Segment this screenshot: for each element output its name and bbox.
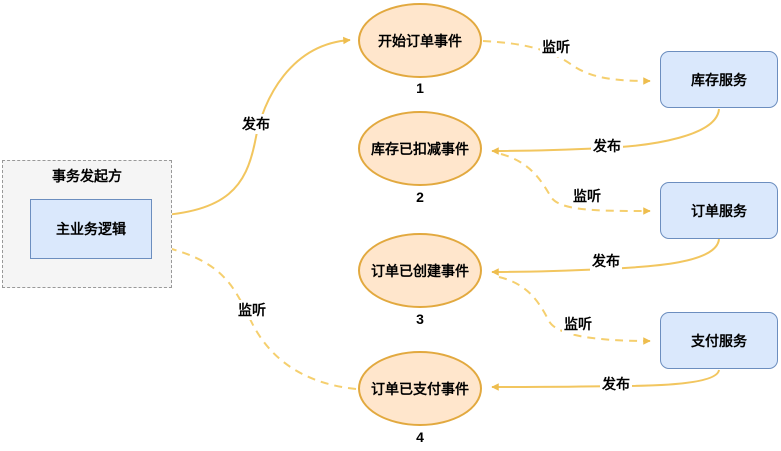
service-node-inventory: 库存服务 bbox=[660, 51, 778, 108]
main-business-logic-node: 主业务逻辑 bbox=[30, 199, 152, 259]
event-number-4: 4 bbox=[416, 429, 424, 445]
event-node-order-paid: 订单已支付事件 bbox=[358, 351, 482, 426]
edge-listen-inventory-service bbox=[482, 40, 651, 85]
edge-label-listen-1: 监听 bbox=[540, 37, 572, 57]
initiator-title: 事务发起方 bbox=[52, 168, 122, 184]
event-number-1: 1 bbox=[416, 80, 424, 96]
event-node-order-created: 订单已创建事件 bbox=[358, 233, 482, 308]
edge-label-listen-3: 监听 bbox=[562, 314, 594, 334]
edge-listen-main-logic bbox=[163, 244, 357, 390]
edge-listen-order-service bbox=[500, 153, 651, 215]
service-node-order: 订单服务 bbox=[660, 182, 778, 239]
event-number-3: 3 bbox=[416, 311, 424, 327]
edge-label-publish-4: 发布 bbox=[600, 374, 632, 394]
event-number-2: 2 bbox=[416, 189, 424, 205]
edge-label-publish-1: 发布 bbox=[240, 114, 272, 134]
edge-label-listen-2: 监听 bbox=[571, 186, 603, 206]
edge-publish-start-order bbox=[151, 36, 351, 217]
event-node-inventory-deducted: 库存已扣减事件 bbox=[358, 111, 482, 186]
edge-label-publish-3: 发布 bbox=[590, 251, 622, 271]
edge-label-listen-4: 监听 bbox=[236, 300, 268, 320]
service-node-payment: 支付服务 bbox=[660, 312, 778, 369]
edge-label-publish-2: 发布 bbox=[591, 136, 623, 156]
event-node-start-order: 开始订单事件 bbox=[358, 3, 482, 78]
